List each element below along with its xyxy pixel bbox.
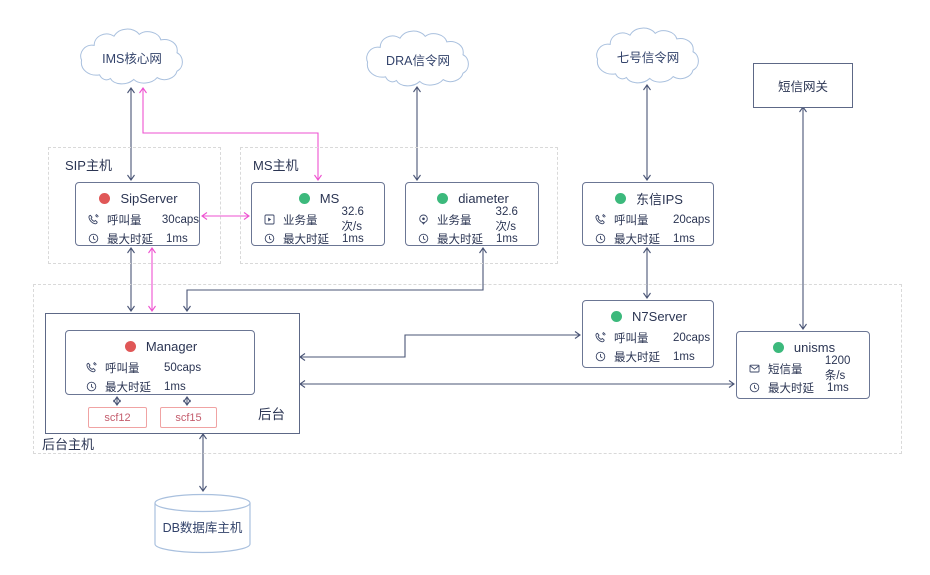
node-n7server[interactable]: N7Server 呼叫量 20caps 最大时延 1ms: [582, 300, 714, 368]
metric-value: 1200条/s: [824, 354, 851, 382]
metric-value: 1ms: [827, 381, 849, 394]
group-sip-host: SIP主机: [48, 147, 221, 264]
database-cylinder-shape: [154, 493, 251, 554]
metric-label: 最大时延: [283, 233, 329, 246]
mail-icon: [749, 363, 761, 375]
clock-icon: [418, 233, 430, 245]
metric-value: 1ms: [673, 350, 695, 363]
metric-value: 50caps: [164, 361, 202, 374]
status-dot: [611, 310, 623, 322]
status-dot: [124, 340, 136, 352]
metric-label: 最大时延: [105, 381, 151, 394]
node-sipserver[interactable]: SipServer 呼叫量 30caps 最大时延 1ms: [75, 182, 200, 246]
node-unisms[interactable]: unisms 短信量 1200条/s 最大时延 1ms: [736, 331, 870, 399]
node-title: 东信IPS: [636, 191, 683, 207]
pink-connections: [139, 87, 322, 312]
play-icon: [264, 214, 276, 226]
clock-icon: [88, 233, 100, 245]
node-title: diameter: [458, 190, 509, 206]
group-ms-host-label: MS主机: [253, 158, 299, 173]
metric-label: 呼叫量: [614, 332, 649, 345]
clock-icon: [264, 233, 276, 245]
sms-gateway-box[interactable]: 短信网关: [753, 63, 853, 108]
call-icon: [595, 332, 607, 344]
metric-value: 30caps: [161, 213, 199, 226]
metric-value: 1ms: [673, 232, 695, 245]
metric-value: 32.6次/s: [341, 205, 364, 233]
metric-label: 呼叫量: [105, 362, 140, 375]
dark-connections: [113, 84, 807, 492]
status-dot: [437, 192, 449, 204]
clock-icon: [595, 233, 607, 245]
node-title: MS: [319, 190, 340, 206]
metric-label: 呼叫量: [107, 214, 142, 227]
status-dot: [298, 192, 310, 204]
metric-value: 1ms: [164, 380, 186, 393]
pin-icon: [418, 214, 430, 226]
metric-label: 业务量: [437, 214, 472, 227]
scf15-box[interactable]: scf15: [160, 407, 217, 428]
clock-icon: [86, 381, 98, 393]
metric-value: 1ms: [342, 232, 364, 245]
group-backend-host-label: 后台主机: [42, 437, 95, 452]
node-title: SipServer: [120, 190, 178, 206]
metric-label: 最大时延: [107, 233, 153, 246]
metric-value: 1ms: [166, 232, 188, 245]
node-dongxin-ips[interactable]: 东信IPS 呼叫量 20caps 最大时延 1ms: [582, 182, 714, 246]
metric-label: 最大时延: [768, 382, 814, 395]
metric-value: 20caps: [673, 213, 711, 226]
metric-label: 呼叫量: [614, 214, 649, 227]
scf12-box[interactable]: scf12: [88, 407, 147, 428]
group-backend-host: 后台主机: [33, 284, 902, 454]
call-icon: [595, 214, 607, 226]
metric-label: 业务量: [283, 214, 318, 227]
node-title: N7Server: [632, 308, 687, 324]
clock-icon: [749, 382, 761, 394]
node-diameter[interactable]: diameter 业务量 32.6次/s 最大时延 1ms: [405, 182, 539, 246]
clock-icon: [595, 351, 607, 363]
metric-label: 最大时延: [614, 351, 660, 364]
backend-box-label: 后台: [258, 407, 285, 422]
metric-label: 最大时延: [614, 233, 660, 246]
call-icon: [88, 214, 100, 226]
metric-value: 32.6次/s: [495, 205, 518, 233]
group-sip-host-label: SIP主机: [65, 158, 112, 173]
metric-label: 短信量: [768, 363, 803, 376]
status-dot: [99, 192, 111, 204]
node-title: Manager: [145, 338, 198, 354]
metric-value: 1ms: [496, 232, 518, 245]
cloud-shapes: [80, 27, 699, 87]
call-icon: [86, 362, 98, 374]
node-manager[interactable]: Manager 呼叫量 50caps 最大时延 1ms: [65, 330, 255, 395]
metric-value: 20caps: [673, 331, 711, 344]
node-ms[interactable]: MS 业务量 32.6次/s 最大时延 1ms: [251, 182, 385, 246]
metric-label: 最大时延: [437, 233, 483, 246]
node-title: unisms: [793, 339, 836, 355]
status-dot: [615, 192, 627, 204]
group-ms-host: MS主机: [240, 147, 558, 264]
status-dot: [772, 341, 784, 353]
backend-box: 后台: [45, 313, 300, 434]
